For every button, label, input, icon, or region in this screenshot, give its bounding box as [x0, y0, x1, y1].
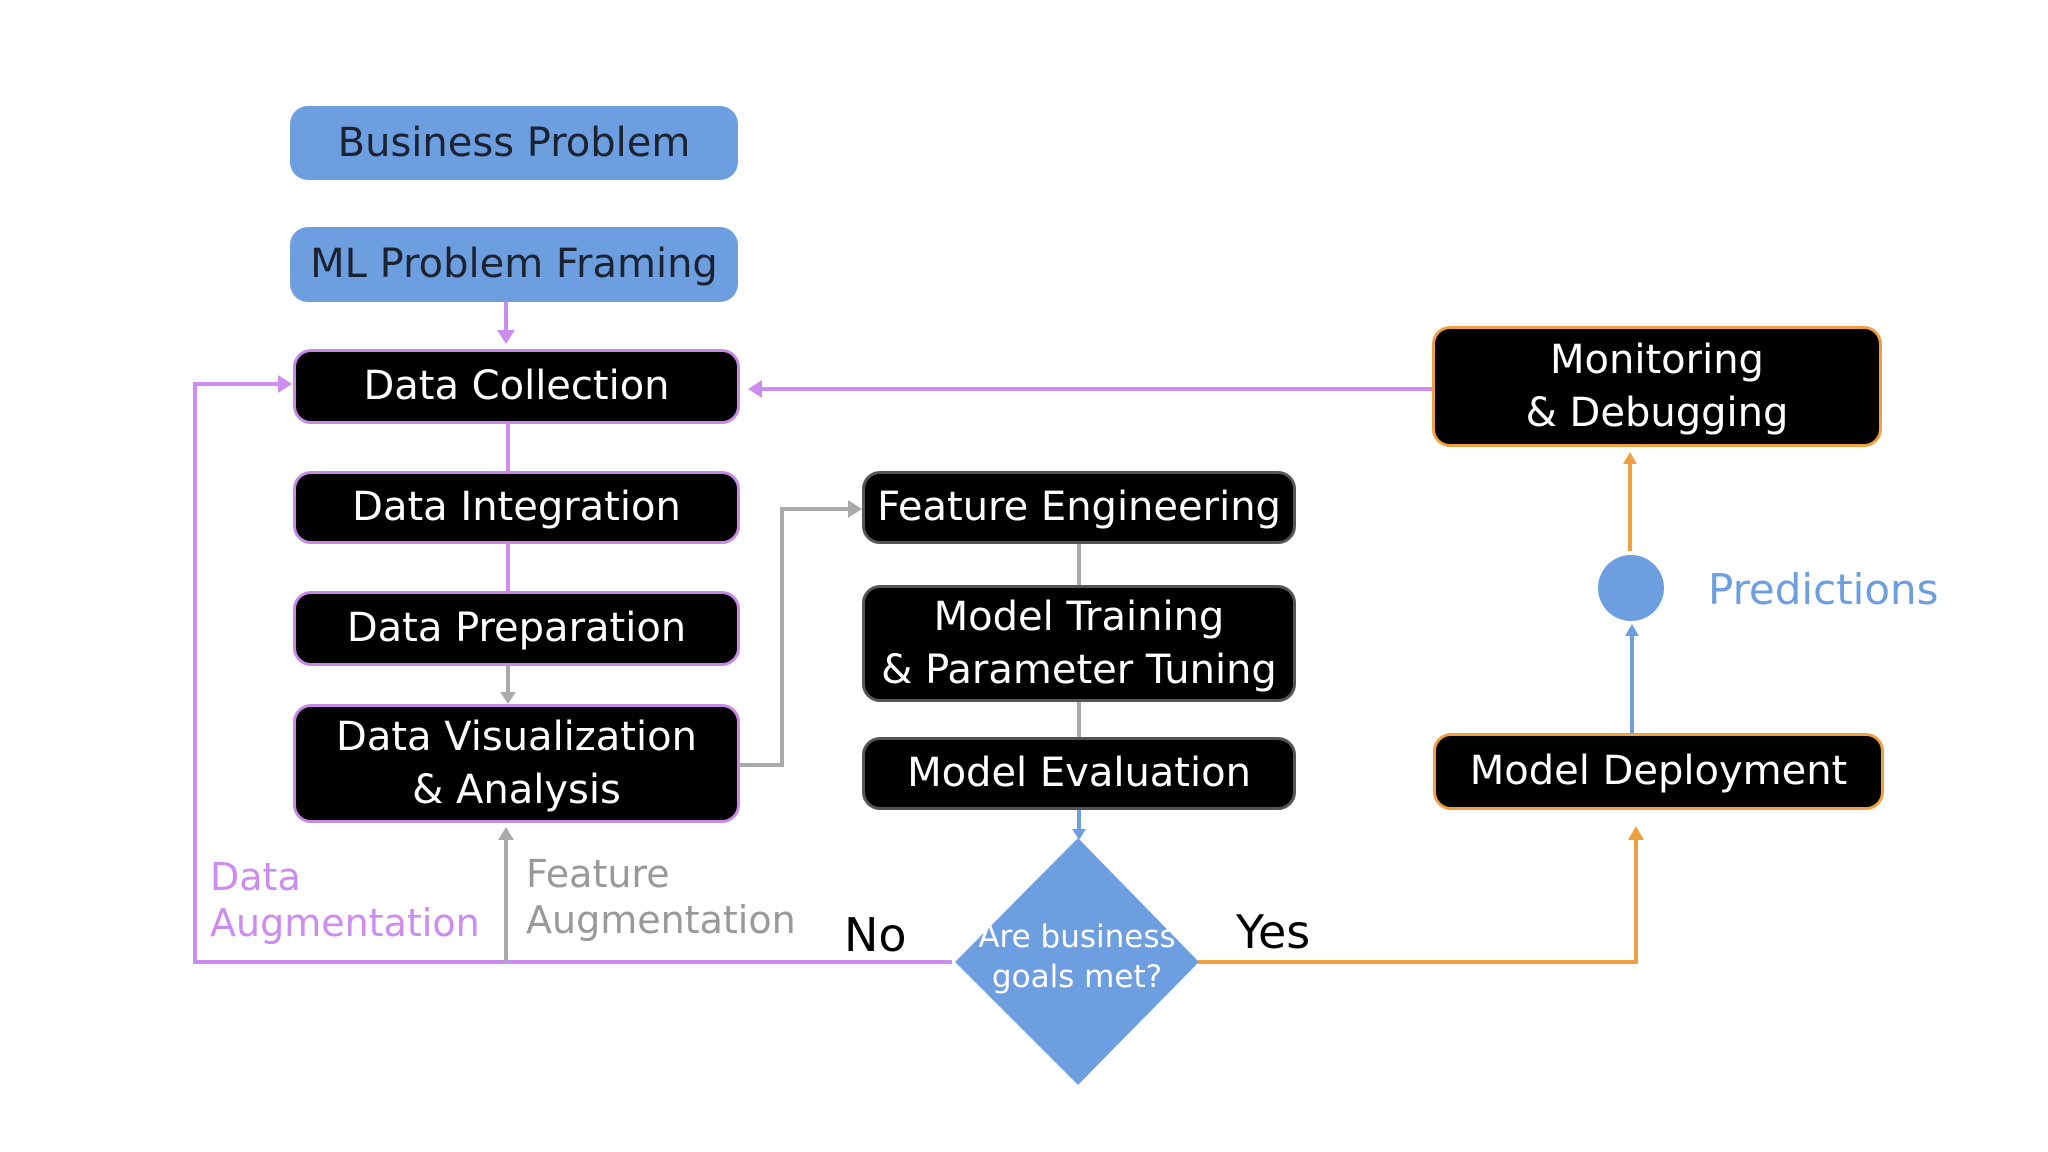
arrow-no-data-augmentation — [193, 382, 952, 964]
arrowhead-monitoring-bottom — [1623, 452, 1637, 464]
business-problem-node: Business Problem — [290, 106, 738, 180]
monitoring-debugging-node: Monitoring & Debugging — [1432, 326, 1882, 447]
ml-problem-framing-node: ML Problem Framing — [290, 227, 738, 302]
model-deployment-node: Model Deployment — [1433, 733, 1884, 810]
model-training-node: Model Training & Parameter Tuning — [862, 585, 1296, 702]
decision-text: Are business goals met? — [978, 919, 1176, 996]
no-label: No — [844, 908, 907, 962]
decision-diamond — [955, 838, 1199, 1085]
feature-augmentation-label: Feature Augmentation — [526, 852, 796, 942]
arrow-visualization-to-feature-engineering — [740, 507, 852, 767]
data-preparation-node: Data Preparation — [293, 591, 740, 666]
arrowhead-visualization-top — [500, 692, 516, 704]
data-integration-node: Data Integration — [293, 471, 740, 544]
data-augmentation-label: Data Augmentation — [210, 855, 480, 945]
arrowhead-collection-top — [497, 330, 515, 344]
yes-label: Yes — [1236, 905, 1311, 959]
arrowhead-predictions-bottom — [1625, 624, 1639, 636]
arrowhead-decision-top — [1072, 829, 1086, 840]
predictions-circle — [1598, 555, 1664, 621]
arrow-yes-to-deployment — [1198, 836, 1638, 964]
arrowhead-data-collection-left — [278, 375, 292, 393]
arrowhead-visualization-bottom — [498, 827, 514, 840]
predictions-label: Predictions — [1708, 565, 1939, 614]
arrowhead-data-collection-right — [748, 380, 762, 398]
feature-engineering-node: Feature Engineering — [862, 471, 1296, 544]
data-visualization-node: Data Visualization & Analysis — [293, 704, 740, 823]
arrowhead-deployment-bottom — [1628, 826, 1644, 840]
arrowhead-feature-engineering — [848, 500, 862, 518]
model-evaluation-node: Model Evaluation — [862, 737, 1296, 810]
data-collection-node: Data Collection — [293, 349, 740, 424]
